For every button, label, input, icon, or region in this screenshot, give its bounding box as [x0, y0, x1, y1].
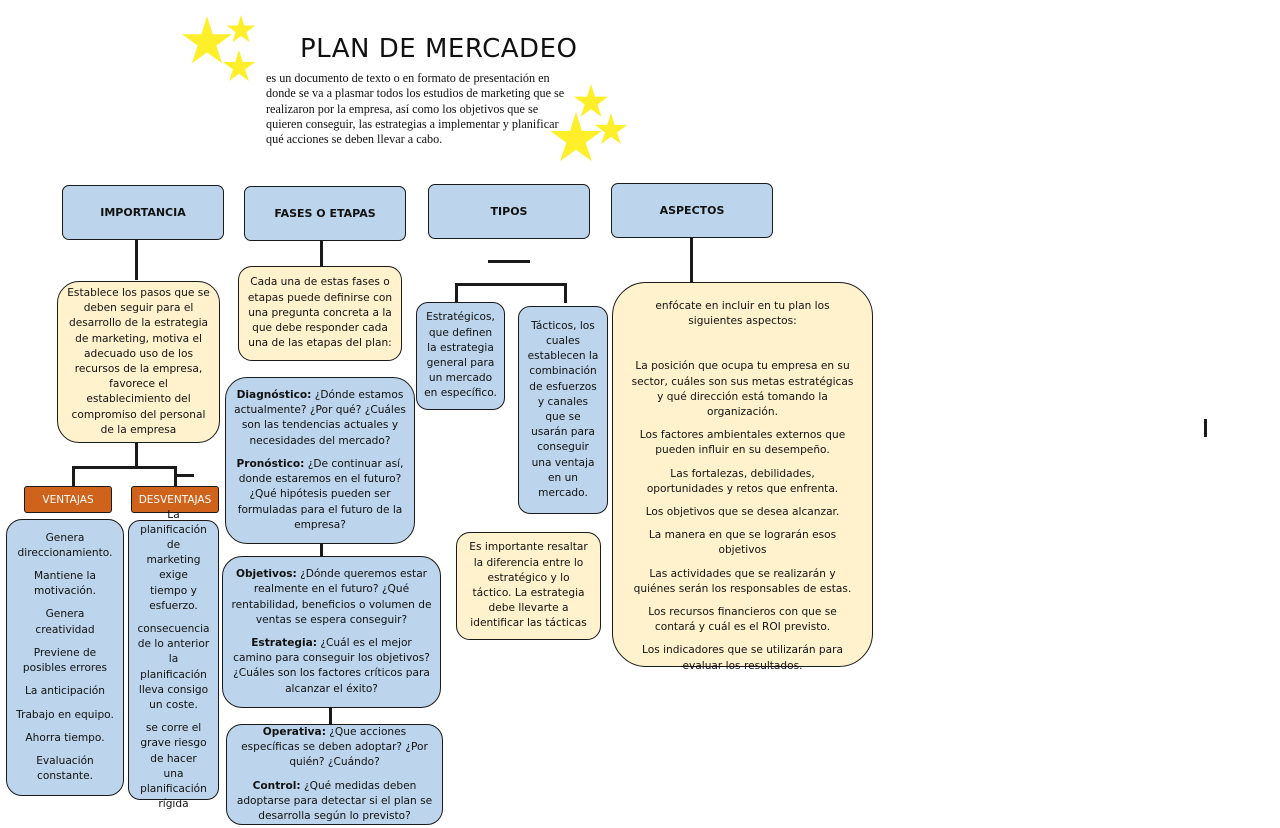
fase-item: Pronóstico: ¿De continuar así, donde est… — [234, 457, 406, 533]
connector-line — [455, 283, 567, 286]
list-item: La planificación de marketing exige tiem… — [140, 508, 207, 612]
list-item: Trabajo en equipo. — [16, 708, 114, 721]
connector-line — [174, 474, 194, 477]
fases-operativa-control: Operativa: ¿Que acciones específicas se … — [226, 724, 443, 825]
fases-intro-text: Cada una de estas fases o etapas puede d… — [247, 276, 393, 350]
list-item: La manera en que se lograrán esos objeti… — [648, 529, 837, 557]
fase-question: ¿Cuál es el mejor camino para conseguir … — [233, 637, 430, 695]
fase-label: Diagnóstico: — [236, 389, 312, 402]
tipo-tacticos-text: Tácticos, los cuales establecen la combi… — [527, 319, 599, 500]
connector-line — [329, 708, 332, 724]
page-title: PLAN DE MERCADEO — [300, 34, 578, 64]
connector-line — [72, 466, 177, 469]
fase-label: Operativa: — [262, 725, 326, 738]
tipo-estrategicos-text: Estratégicos, que definen la estrategia … — [424, 311, 497, 400]
connector-line — [1204, 419, 1207, 437]
ventajas-list: Genera direccionamiento. Mantiene la mot… — [6, 519, 124, 796]
tipo-estrategicos: Estratégicos, que definen la estrategia … — [416, 302, 505, 410]
list-item: Genera creatividad — [35, 608, 95, 636]
list-item: Los objetivos que se desea alcanzar. — [645, 506, 840, 519]
aspectos-intro: enfócate en incluir en tu plan los sigui… — [655, 300, 830, 328]
list-item: Genera direccionamiento. — [17, 531, 113, 559]
fase-label: Control: — [252, 779, 301, 792]
ventajas-label: VENTAJAS — [42, 493, 94, 506]
fase-question: ¿Qué medidas deben adoptarse para detect… — [236, 779, 433, 822]
list-item: se corre el grave riesgo de hacer una pl… — [140, 722, 207, 811]
connector-line — [135, 240, 138, 280]
connector-line — [135, 443, 138, 467]
fase-question: ¿Dónde queremos estar realmente en el fu… — [231, 568, 432, 626]
fase-label: Pronóstico: — [236, 457, 305, 470]
connector-line — [320, 543, 323, 556]
fase-question: ¿De continuar así, donde estaremos en el… — [237, 457, 404, 531]
connector-line — [72, 466, 75, 486]
fase-question: ¿Dónde estamos actualmente? ¿Por qué? ¿C… — [234, 389, 406, 447]
header-label: IMPORTANCIA — [100, 206, 186, 219]
list-item: Evaluación constante. — [36, 754, 94, 783]
tipo-tacticos: Tácticos, los cuales establecen la combi… — [518, 306, 608, 514]
star-icon — [594, 113, 628, 144]
fase-item: Operativa: ¿Que acciones específicas se … — [235, 725, 434, 771]
list-item: Los indicadores que se utilizarán para e… — [642, 644, 843, 672]
header-aspectos: ASPECTOS — [611, 183, 773, 238]
fase-item: Diagnóstico: ¿Dónde estamos actualmente?… — [234, 388, 406, 449]
desventajas-list: La planificación de marketing exige tiem… — [128, 509, 219, 810]
header-label: ASPECTOS — [659, 204, 725, 217]
list-item: Mantiene la motivación. — [34, 570, 96, 598]
connector-line — [564, 283, 567, 303]
fase-item: Estrategia: ¿Cuál es el mejor camino par… — [231, 636, 432, 697]
fase-label: Objetivos: — [235, 568, 297, 581]
connector-line — [488, 260, 530, 263]
list-item: La posición que ocupa tu empresa en su s… — [631, 360, 854, 419]
star-icon — [182, 16, 232, 64]
importancia-text: Establece los pasos que se deben seguir … — [67, 286, 210, 436]
list-item: Las actividades que se realizarán y quié… — [633, 567, 852, 595]
tipos-nota: Es importante resaltar la diferencia ent… — [456, 532, 601, 640]
aspectos-list: enfócate en incluir en tu plan los sigui… — [612, 282, 873, 672]
list-item: Las fortalezas, debilidades, oportunidad… — [646, 467, 839, 495]
header-fases: FASES O ETAPAS — [244, 186, 406, 241]
list-item: Ahorra tiempo. — [25, 731, 105, 744]
connector-line — [320, 241, 323, 267]
list-item: La anticipación — [24, 685, 105, 698]
fase-item: Control: ¿Qué medidas deben adoptarse pa… — [235, 779, 434, 825]
star-icon — [222, 50, 256, 81]
fases-diagnostico-pronostico: Diagnóstico: ¿Dónde estamos actualmente?… — [225, 377, 415, 544]
fase-item: Objetivos: ¿Dónde queremos estar realmen… — [231, 567, 432, 628]
fase-label: Estrategia: — [251, 637, 318, 649]
header-tipos: TIPOS — [428, 184, 590, 239]
tipos-nota-text: Es importante resaltar la diferencia ent… — [469, 541, 588, 630]
desventajas-tag: DESVENTAJAS — [131, 486, 219, 513]
header-importancia: IMPORTANCIA — [62, 185, 224, 240]
list-item: Los factores ambientales externos que pu… — [639, 429, 846, 457]
fases-objetivos-estrategia: Objetivos: ¿Dónde queremos estar realmen… — [222, 556, 441, 708]
star-icon — [550, 112, 602, 162]
fases-intro: Cada una de estas fases o etapas puede d… — [238, 266, 402, 361]
connector-line — [690, 238, 693, 282]
list-item: Previene de posibles errores — [22, 646, 108, 675]
importancia-description: Establece los pasos que se deben seguir … — [57, 281, 220, 443]
star-icon — [226, 15, 256, 43]
ventajas-tag: VENTAJAS — [24, 486, 112, 513]
star-icon — [573, 84, 609, 117]
list-item: Los recursos financieros con que se cont… — [648, 606, 837, 634]
intro-text: es un documento de texto o en formato de… — [266, 71, 565, 147]
list-item: consecuencia de lo anterior la planifica… — [137, 623, 210, 712]
header-label: TIPOS — [490, 205, 528, 218]
fase-question: ¿Que acciones específicas se deben adopt… — [241, 725, 428, 769]
desventajas-label: DESVENTAJAS — [138, 493, 212, 506]
connector-line — [455, 283, 458, 303]
header-label: FASES O ETAPAS — [274, 207, 376, 220]
